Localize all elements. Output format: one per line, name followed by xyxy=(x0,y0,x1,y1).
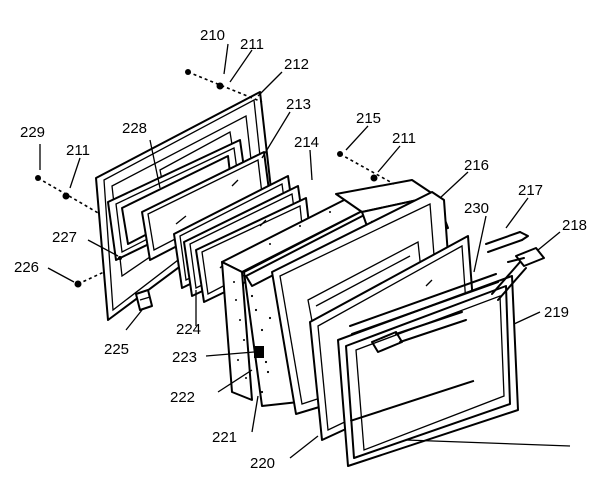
part-218-handle-bracket xyxy=(491,247,545,301)
callout-labels: 210 211 212 213 228 229 211 214 215 211 … xyxy=(14,27,587,472)
label-228: 228 xyxy=(122,120,147,137)
label-214: 214 xyxy=(294,134,319,151)
label-213: 213 xyxy=(286,96,311,113)
label-229: 229 xyxy=(20,124,45,141)
part-219-outer-door-frame xyxy=(337,273,519,467)
label-211-left: 211 xyxy=(66,142,90,159)
part-223-clip xyxy=(254,346,264,358)
label-211-right: 211 xyxy=(392,130,416,147)
screw-211-right-icon xyxy=(370,174,378,182)
fasteners xyxy=(35,69,395,288)
label-227: 227 xyxy=(52,229,77,246)
label-219: 219 xyxy=(544,304,569,321)
label-215: 215 xyxy=(356,110,381,127)
label-220: 220 xyxy=(250,455,275,472)
label-211-top: 211 xyxy=(240,36,264,53)
label-226: 226 xyxy=(14,259,39,276)
label-224: 224 xyxy=(176,321,201,338)
label-218: 218 xyxy=(562,217,587,234)
screw-211-left-icon xyxy=(62,192,70,200)
leader-lines xyxy=(39,43,571,459)
label-222: 222 xyxy=(170,389,195,406)
label-216: 216 xyxy=(464,157,489,174)
part-221-insulation xyxy=(221,195,373,401)
part-227-marker-icon xyxy=(118,256,122,260)
label-212: 212 xyxy=(284,56,309,73)
label-225: 225 xyxy=(104,341,129,358)
part-217-handle xyxy=(485,231,529,253)
label-210: 210 xyxy=(200,27,225,44)
label-221: 221 xyxy=(212,429,237,446)
label-217: 217 xyxy=(518,182,543,199)
part-225-hinge-bracket xyxy=(135,289,153,311)
label-230: 230 xyxy=(464,200,489,217)
label-223: 223 xyxy=(172,349,197,366)
